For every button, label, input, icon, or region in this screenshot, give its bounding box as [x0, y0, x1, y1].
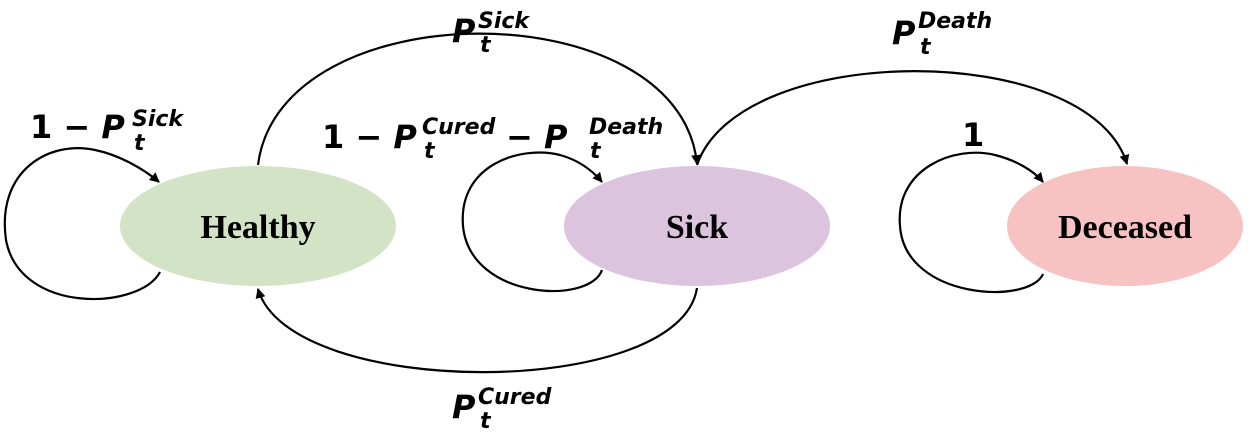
label-healthy-to-sick-symbol: P — [452, 12, 476, 50]
label-sick-self-middle: − — [506, 118, 544, 156]
label-sick-self-symbol: P — [393, 118, 417, 156]
state-sick-shape — [564, 166, 830, 286]
label-sick-to-healthy-symbol: P — [452, 388, 476, 426]
label-healthy-to-sick-sub: t — [480, 33, 492, 58]
label-healthy-self-sub: t — [134, 131, 146, 156]
state-sick-label: Sick — [666, 209, 728, 246]
label-sick-self-symbol2: P — [544, 118, 568, 156]
label-sick-self-part1: 1 − P — [322, 118, 417, 156]
state-healthy[interactable]: Healthy — [120, 166, 396, 286]
edge-sick-to-healthy — [255, 287, 699, 374]
state-deceased[interactable]: Deceased — [1007, 166, 1243, 286]
state-healthy-shape — [120, 166, 396, 286]
label-sick-self-part2: − P — [506, 118, 568, 156]
state-deceased-label: Deceased — [1058, 209, 1192, 246]
label-healthy-self-prefix: 1 − — [30, 108, 101, 146]
edge-deceased-self-loop — [898, 151, 1045, 294]
label-sick-self-prefix: 1 − — [322, 118, 393, 156]
state-sick[interactable]: Sick — [564, 166, 830, 286]
label-healthy-to-sick-sup: Sick — [478, 9, 530, 34]
label-sick-to-deceased-sup: Death — [918, 9, 992, 34]
label-sick-to-deceased-sub: t — [920, 35, 932, 60]
label-healthy-self-sup: Sick — [132, 107, 184, 132]
label-healthy-self: 1 − P — [30, 108, 125, 146]
edge-healthy-self-loop — [3, 147, 161, 301]
state-healthy-label: Healthy — [200, 209, 315, 246]
label-sick-self-sub2: t — [590, 139, 602, 164]
label-healthy-self-symbol: P — [101, 108, 125, 146]
edge-healthy-to-sick — [256, 32, 702, 166]
label-sick-to-deceased-symbol: P — [892, 14, 916, 52]
label-sick-self-sub: t — [424, 139, 436, 164]
label-sick-self-sup: Cured — [422, 115, 496, 140]
label-sick-to-healthy-sub: t — [480, 409, 492, 432]
label-sick-self-sup2: Death — [589, 115, 663, 140]
label-sick-to-healthy-sup: Cured — [478, 385, 552, 410]
state-deceased-shape — [1007, 166, 1243, 286]
edge-sick-to-deceased — [695, 70, 1130, 166]
label-deceased-self: 1 — [962, 116, 984, 154]
edge-sick-self-loop — [461, 151, 604, 293]
